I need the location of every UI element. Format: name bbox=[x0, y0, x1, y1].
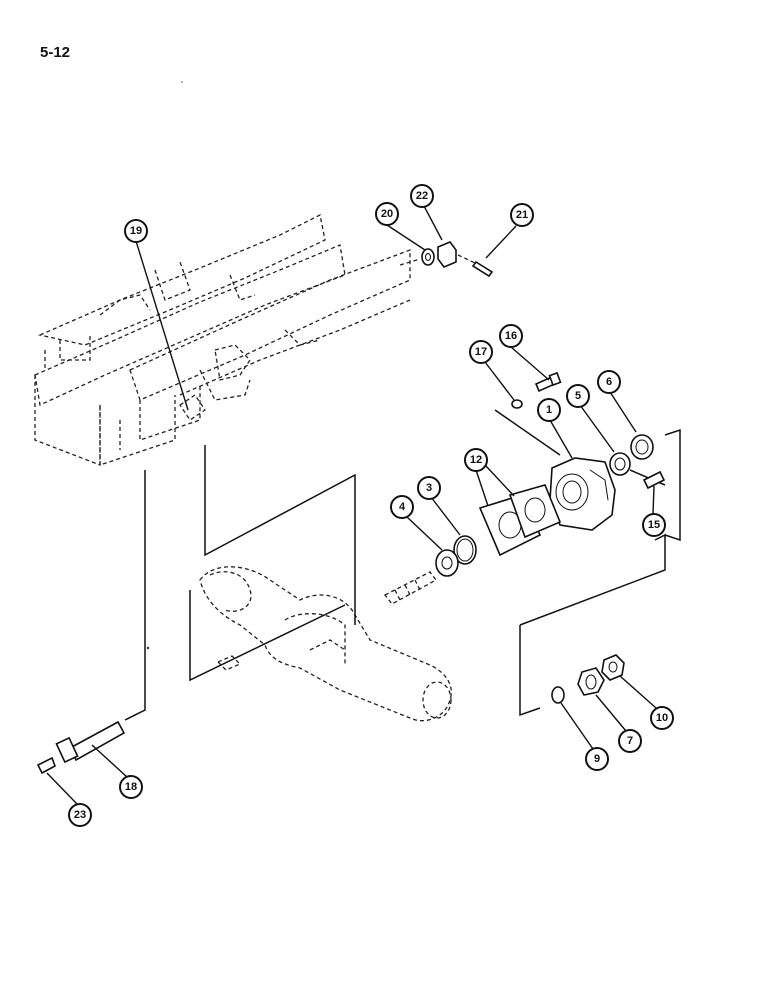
svg-text:15: 15 bbox=[648, 519, 660, 531]
callout-18: 18 bbox=[119, 775, 143, 799]
svg-text:6: 6 bbox=[606, 376, 612, 388]
callout-4: 4 bbox=[390, 495, 414, 519]
lock-washer-part bbox=[511, 399, 523, 409]
page-number: 5-12 bbox=[40, 44, 71, 61]
bearing-part bbox=[609, 452, 631, 476]
callout-5: 5 bbox=[566, 384, 590, 408]
svg-text:10: 10 bbox=[656, 712, 668, 724]
assembly-boundaries bbox=[124, 409, 681, 721]
bushing-part bbox=[577, 667, 605, 696]
svg-text:19: 19 bbox=[130, 225, 142, 237]
callout-12: 12 bbox=[464, 448, 488, 472]
shaft-bearing-part bbox=[435, 549, 459, 577]
lock-nut-part bbox=[601, 654, 625, 681]
axle-housing bbox=[199, 566, 452, 722]
shaft-bearing-assembly bbox=[384, 535, 477, 605]
callout-20: 20 bbox=[375, 202, 399, 226]
bearing-housing-assembly bbox=[549, 434, 666, 531]
svg-text:1: 1 bbox=[546, 404, 552, 416]
snap-ring-part bbox=[551, 686, 565, 704]
pivot-pin-assembly bbox=[36, 720, 126, 775]
svg-text:4: 4 bbox=[399, 501, 406, 513]
leader-lines bbox=[46, 205, 657, 806]
callout-17: 17 bbox=[469, 340, 493, 364]
callout-22: 22 bbox=[410, 184, 434, 208]
o-ring-part bbox=[453, 535, 477, 565]
svg-text:5: 5 bbox=[575, 390, 581, 402]
washer-part bbox=[421, 248, 435, 266]
svg-text:21: 21 bbox=[516, 209, 528, 221]
gasket-plate-2 bbox=[508, 484, 562, 539]
pin-part bbox=[471, 260, 494, 278]
gasket-plates bbox=[478, 484, 562, 557]
seal-part bbox=[630, 434, 654, 460]
svg-text:20: 20 bbox=[381, 208, 393, 220]
svg-text:22: 22 bbox=[416, 190, 428, 202]
svg-text:18: 18 bbox=[125, 781, 137, 793]
callout-19: 19 bbox=[124, 219, 148, 243]
callout-9: 9 bbox=[585, 747, 609, 771]
callout-6: 6 bbox=[597, 370, 621, 394]
upper-hardware bbox=[399, 241, 494, 278]
callout-1: 1 bbox=[537, 398, 561, 422]
svg-text:7: 7 bbox=[627, 735, 633, 747]
callout-3: 3 bbox=[417, 476, 441, 500]
svg-text:16: 16 bbox=[505, 330, 517, 342]
side-bolt-part bbox=[642, 470, 666, 490]
bolt-and-washer bbox=[511, 371, 562, 409]
svg-text:3: 3 bbox=[426, 482, 432, 494]
svg-text:9: 9 bbox=[594, 753, 600, 765]
callout-21: 21 bbox=[510, 203, 534, 227]
callout-15: 15 bbox=[642, 513, 666, 537]
callout-16: 16 bbox=[499, 324, 523, 348]
callout-7: 7 bbox=[618, 729, 642, 753]
svg-text:17: 17 bbox=[475, 346, 487, 358]
grease-fitting-part bbox=[36, 756, 56, 775]
callout-23: 23 bbox=[68, 803, 92, 827]
svg-text:23: 23 bbox=[74, 809, 86, 821]
callout-bubbles: 19 20 22 21 16 17 1 5 6 12 15 4 3 9 7 10… bbox=[68, 184, 674, 827]
nut-part bbox=[437, 241, 457, 268]
svg-text:12: 12 bbox=[470, 454, 482, 466]
frame-rails bbox=[34, 214, 411, 466]
pivot-pin-part bbox=[68, 720, 126, 762]
housing-part bbox=[549, 457, 616, 531]
callout-10: 10 bbox=[650, 706, 674, 730]
lower-hardware bbox=[551, 654, 625, 704]
